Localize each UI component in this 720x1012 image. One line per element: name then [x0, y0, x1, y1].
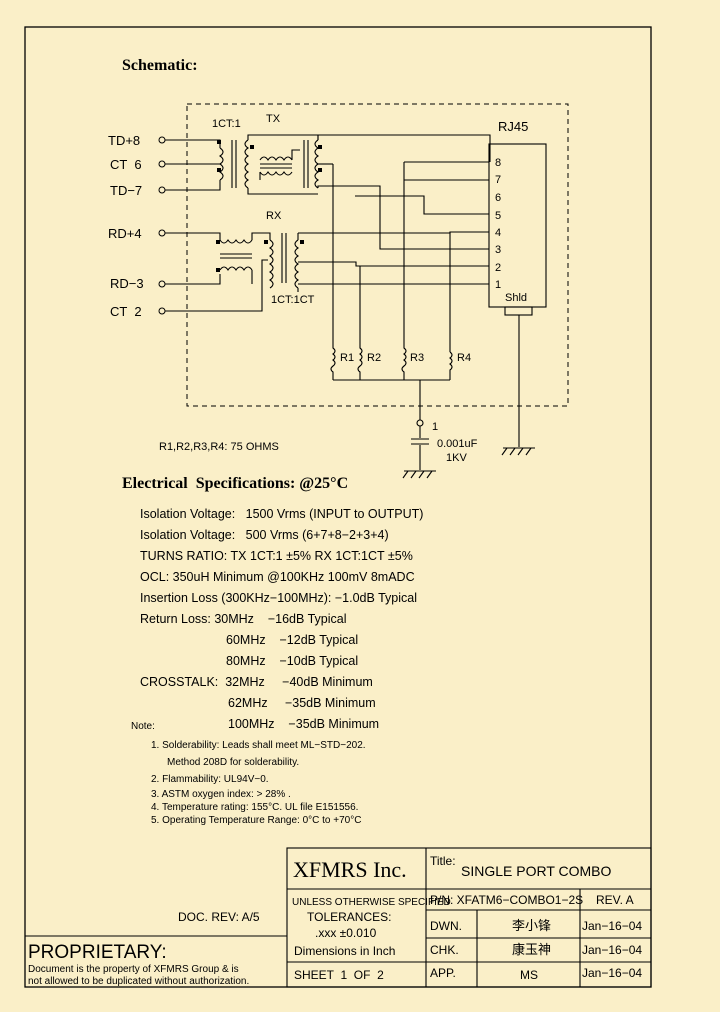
- rj45-pin-3: 3: [495, 244, 501, 256]
- rx-transformer: [165, 232, 299, 312]
- note-item: Method 208D for solderability.: [167, 757, 299, 768]
- resistor-note: R1,R2,R3,R4: 75 OHMS: [159, 441, 279, 453]
- proprietary-line-2: not allowed to be duplicated without aut…: [28, 976, 249, 987]
- note-item: 1. Solderability: Leads shall meet ML−ST…: [151, 740, 366, 751]
- rj45-pin-2: 2: [495, 262, 501, 274]
- tolerances-label: TOLERANCES:: [307, 910, 391, 924]
- cap-pin-label: 1: [432, 421, 438, 433]
- note-item: 4. Temperature rating: 155°C. UL file E1…: [151, 802, 358, 813]
- spec-line: Isolation Voltage: 1500 Vrms (INPUT to O…: [140, 507, 423, 521]
- resistor-r1: R1: [340, 352, 354, 364]
- rx-dots: [216, 240, 304, 272]
- capacitor-ground: [402, 315, 535, 479]
- part-number: P/N: XFATM6−COMBO1−2S: [430, 893, 583, 907]
- rj45-shield-tab: [504, 306, 533, 316]
- pin-label-rd-minus: RD−3: [110, 276, 144, 291]
- resistor-r4: R4: [457, 352, 471, 364]
- spec-line: Return Loss: 30MHz −16dB Typical: [140, 612, 346, 626]
- electrical-heading: Electrical Specifications: @25°C: [122, 475, 348, 492]
- revision: REV. A: [596, 893, 634, 907]
- unless-specified: UNLESS OTHERWISE SPECIFIED: [292, 897, 451, 908]
- pin-label-td-minus: TD−7: [110, 183, 142, 198]
- module-outline: [186, 103, 569, 407]
- cap-voltage: 1KV: [446, 452, 467, 464]
- spec-line: Isolation Voltage: 500 Vrms (6+7+8−2+3+4…: [140, 528, 389, 542]
- chk-date: Jan−16−04: [582, 943, 642, 957]
- spec-line: OCL: 350uH Minimum @100KHz 100mV 8mADC: [140, 570, 415, 584]
- tolerance-value: .xxx ±0.010: [315, 926, 377, 940]
- drawing-title: SINGLE PORT COMBO: [461, 863, 612, 879]
- dwn-name: 李小锋: [512, 919, 551, 934]
- resistor-network: [330, 162, 453, 420]
- tx-label: TX: [266, 113, 281, 125]
- pin-label-ct-6: CT 6: [110, 157, 142, 172]
- dwn-date: Jan−16−04: [582, 919, 642, 933]
- notes-list: 1. Solderability: Leads shall meet ML−ST…: [151, 740, 366, 826]
- tx-ratio-label: 1CT:1: [212, 118, 241, 130]
- app-label: APP.: [430, 966, 456, 980]
- resistor-r3: R3: [410, 352, 424, 364]
- connector-wires: [298, 134, 491, 352]
- proprietary-heading: PROPRIETARY:: [28, 942, 167, 963]
- tx-transformer: [165, 134, 319, 195]
- electrical-spec-list: Isolation Voltage: 1500 Vrms (INPUT to O…: [140, 507, 423, 731]
- input-terminals: [158, 136, 166, 315]
- note-label: Note:: [131, 721, 155, 732]
- chk-name: 康玉神: [512, 942, 551, 958]
- schematic-heading: Schematic:: [122, 57, 198, 74]
- rj45-pin-4: 4: [495, 227, 501, 239]
- rj45-pin-1: 1: [495, 279, 501, 291]
- title-block: [25, 847, 652, 988]
- spec-line: 80MHz −10dB Typical: [226, 654, 358, 668]
- title-label: Title:: [430, 854, 456, 868]
- spec-line: CROSSTALK: 32MHz −40dB Minimum: [140, 675, 373, 689]
- spec-line: Insertion Loss (300KHz−100MHz): −1.0dB T…: [140, 591, 417, 605]
- note-item: 5. Operating Temperature Range: 0°C to +…: [151, 815, 361, 826]
- rj45-shield-label: Shld: [505, 292, 527, 304]
- app-name: MS: [520, 968, 538, 982]
- note-item: 2. Flammability: UL94V−0.: [151, 774, 269, 785]
- spec-line: 100MHz −35dB Minimum: [228, 717, 379, 731]
- rj45-pin-6: 6: [495, 192, 501, 204]
- proprietary-line-1: Document is the property of XFMRS Group …: [28, 964, 239, 975]
- connector-name: RJ45: [498, 119, 528, 134]
- chk-label: CHK.: [430, 943, 459, 957]
- app-date: Jan−16−04: [582, 966, 642, 980]
- dwn-label: DWN.: [430, 919, 462, 933]
- rj45-pin-8: 8: [495, 157, 501, 169]
- spec-line: 60MHz −12dB Typical: [226, 633, 358, 647]
- spec-line: TURNS RATIO: TX 1CT:1 ±5% RX 1CT:1CT ±5%: [140, 549, 413, 563]
- rj45-pin-5: 5: [495, 210, 501, 222]
- resistor-r2: R2: [367, 352, 381, 364]
- company-name: XFMRS Inc.: [293, 857, 407, 882]
- doc-revision: DOC. REV: A/5: [178, 910, 260, 924]
- spec-line: 62MHz −35dB Minimum: [228, 696, 376, 710]
- cap-value: 0.001uF: [437, 438, 478, 450]
- tx-dots: [217, 140, 322, 172]
- note-item: 3. ASTM oxygen index: > 28% .: [151, 789, 291, 800]
- pin-label-td-plus: TD+8: [108, 133, 140, 148]
- pin-label-ct-2: CT 2: [110, 304, 142, 319]
- sheet-number: SHEET 1 OF 2: [294, 968, 384, 982]
- rx-label: RX: [266, 210, 282, 222]
- pin-label-rd-plus: RD+4: [108, 226, 142, 241]
- rx-ratio-label: 1CT:1CT: [271, 294, 315, 306]
- dimensions-unit: Dimensions in Inch: [294, 944, 395, 958]
- rj45-pin-7: 7: [495, 174, 501, 186]
